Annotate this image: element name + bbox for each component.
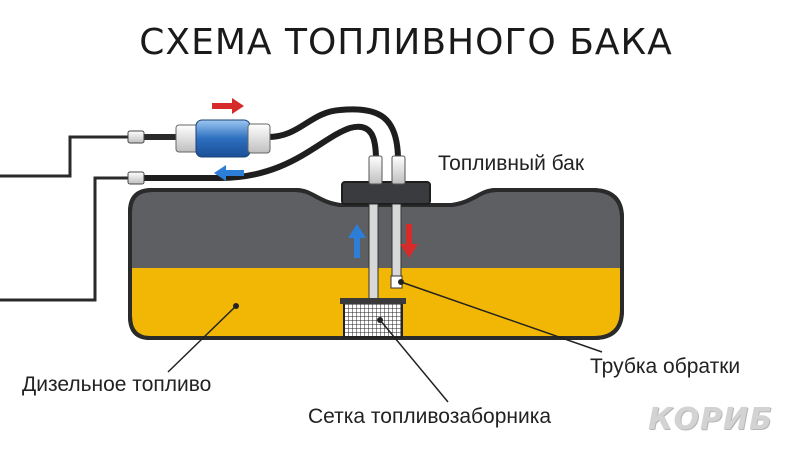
supply-hose bbox=[265, 106, 401, 163]
label-return-tube: Трубка обратки bbox=[590, 355, 741, 378]
return-hose bbox=[137, 123, 379, 181]
intake-tube bbox=[368, 203, 379, 305]
flow-arrow-incoming-icon bbox=[214, 165, 244, 181]
tank-cap bbox=[341, 181, 431, 205]
cap-fitting-right bbox=[391, 155, 406, 185]
label-diesel-fuel: Дизельное топливо bbox=[22, 373, 212, 396]
return-line-fitting bbox=[127, 171, 145, 185]
fuel-tank-outline bbox=[128, 188, 624, 340]
brand-logo: КОРИБ bbox=[648, 402, 773, 437]
intake-filter-mesh bbox=[343, 300, 403, 338]
leader-intake-dot bbox=[377, 317, 383, 323]
intake-filter-top bbox=[340, 298, 406, 304]
flow-arrow-up-icon bbox=[348, 224, 366, 258]
return-line-external bbox=[0, 176, 135, 302]
fuel-filter bbox=[175, 119, 271, 158]
label-intake-filter: Сетка топливозаборника bbox=[308, 405, 552, 428]
diagram-title: СХЕМА ТОПЛИВНОГО БАКА bbox=[139, 22, 673, 63]
leader-return-tube bbox=[400, 281, 603, 353]
leader-intake-filter bbox=[379, 319, 449, 403]
leader-return-dot bbox=[398, 279, 404, 285]
flow-arrow-down-icon bbox=[400, 224, 418, 258]
supply-line-external bbox=[0, 135, 135, 178]
leader-diesel bbox=[167, 305, 237, 373]
label-fuel-tank: Топливный бак bbox=[438, 152, 585, 175]
supply-line-fitting bbox=[127, 130, 145, 144]
return-tube bbox=[391, 203, 402, 287]
cap-fitting-left bbox=[368, 155, 383, 185]
leader-diesel-dot bbox=[233, 303, 239, 309]
flow-arrow-outgoing-icon bbox=[212, 98, 244, 114]
